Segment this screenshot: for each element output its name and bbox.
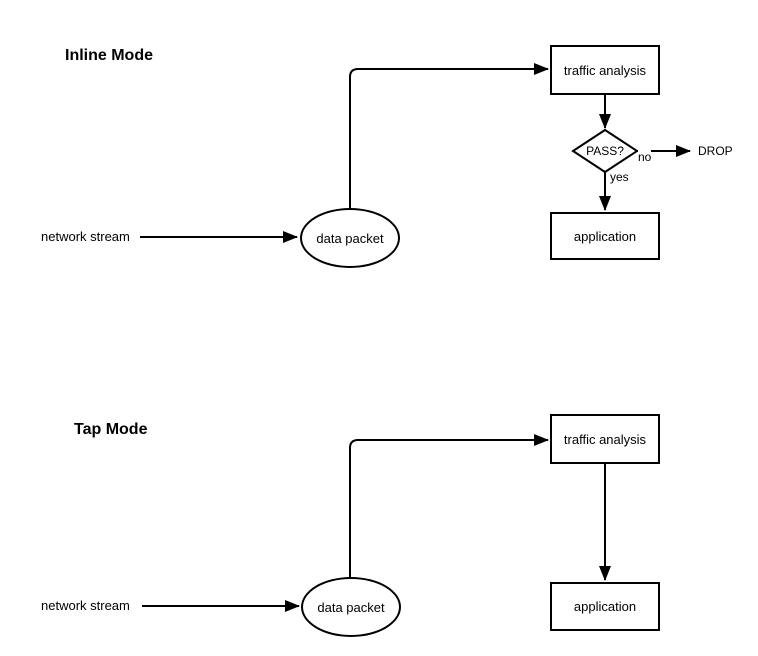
- tap-application-label: application: [573, 599, 637, 614]
- tap-application-node: application: [550, 582, 660, 631]
- inline-decision-label: PASS?: [586, 144, 624, 158]
- edge-inline-datapacket-to-trafficanalysis: [349, 63, 549, 208]
- inline-application-label: application: [573, 228, 637, 244]
- inline-yes-label: yes: [610, 170, 629, 184]
- tap-network-stream-label: network stream: [41, 598, 130, 613]
- inline-network-stream-label: network stream: [41, 229, 130, 244]
- tap-data-packet-label: data packet: [317, 599, 385, 615]
- edge-tap-datapacket-to-trafficanalysis: [349, 434, 549, 577]
- tap-data-packet-node: data packet: [301, 577, 401, 637]
- inline-data-packet-node: data packet: [300, 208, 400, 268]
- inline-traffic-analysis-node: traffic analysis: [550, 45, 660, 95]
- inline-application-node: application: [550, 212, 660, 260]
- tap-traffic-analysis-node: traffic analysis: [550, 414, 660, 464]
- inline-no-label: no: [638, 150, 652, 164]
- tap-traffic-analysis-label: traffic analysis: [563, 431, 647, 447]
- inline-decision-diamond: [571, 128, 639, 174]
- inline-mode-title: Inline Mode: [65, 47, 153, 64]
- inline-traffic-analysis-label: traffic analysis: [563, 62, 647, 78]
- inline-drop-label: DROP: [698, 144, 733, 158]
- inline-data-packet-label: data packet: [316, 230, 384, 246]
- tap-mode-title: Tap Mode: [74, 421, 148, 438]
